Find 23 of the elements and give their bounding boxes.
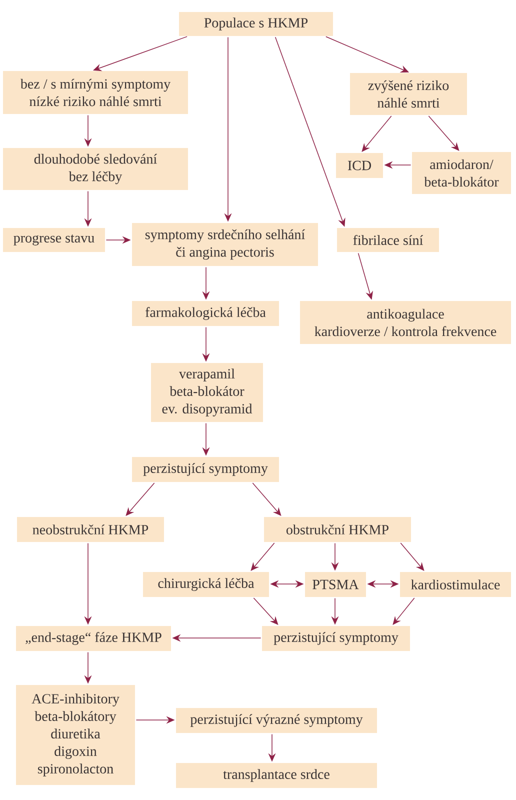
flow-box: zvýšené riziko náhlé smrti (350, 73, 467, 115)
flow-box: transplantace srdce (176, 763, 377, 788)
flow-box: antikoagulace kardioverze / kontrola frekvence (300, 301, 511, 344)
flow-box: ACE-inhibitory beta-blokátory diuretika digoxin spironolacton (16, 685, 135, 785)
flow-box: chirurgická léčba (143, 572, 269, 597)
flow-box: perzistující symptomy (262, 626, 410, 651)
flow-box: obstrukční HKMP (264, 517, 411, 542)
flow-box: ICD (336, 153, 383, 178)
flow-box: fibrilace síní (337, 228, 439, 252)
flow-box: dlouhodobé sledování bez léčby (3, 148, 188, 190)
flow-box: perzistující symptomy (132, 457, 279, 482)
flow-box: progrese stavu (3, 228, 105, 252)
flow-box: amiodaron/ beta-blokátor (412, 152, 511, 194)
flow-box: perzistující výrazné symptomy (176, 708, 377, 733)
flow-box: „end-stage“ fáze HKMP (16, 626, 171, 651)
flow-box: symptomy srdečního selhání či angina pectoris (132, 223, 318, 266)
flow-box: PTSMA (305, 572, 366, 597)
flow-box: Populace s HKMP (179, 12, 333, 36)
flow-box: verapamil beta-blokátor ev. disopyramid (151, 363, 263, 422)
flow-box: kardiostimulace (400, 572, 511, 597)
flow-box: neobstrukční HKMP (17, 517, 164, 542)
flow-box: farmakologická léčba (132, 301, 279, 326)
flow-box: bez / s mírnými symptomy nízké riziko náhlé smrti (3, 71, 188, 114)
